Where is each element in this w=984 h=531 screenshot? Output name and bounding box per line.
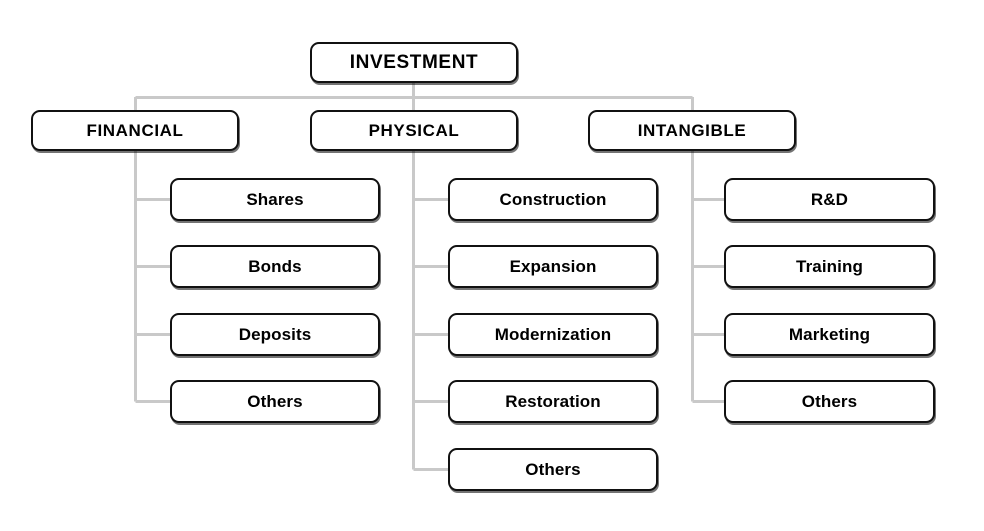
node-physical-label: PHYSICAL — [368, 121, 460, 140]
node-physical-others-label: Others — [525, 460, 581, 479]
node-deposits[interactable]: Deposits — [170, 313, 380, 356]
node-investment-label: INVESTMENT — [349, 52, 479, 73]
node-shares[interactable]: Shares — [170, 178, 380, 221]
node-modernization-label: Modernization — [494, 325, 612, 344]
node-training-label: Training — [796, 257, 863, 276]
node-intangible-label: INTANGIBLE — [637, 121, 747, 140]
node-financial-others[interactable]: Others — [170, 380, 380, 423]
node-expansion-label: Expansion — [509, 257, 597, 276]
node-bonds-label: Bonds — [248, 257, 302, 276]
node-rnd[interactable]: R&D — [724, 178, 935, 221]
node-intangible-others-label: Others — [801, 392, 858, 411]
node-bonds[interactable]: Bonds — [170, 245, 380, 288]
node-financial-label: FINANCIAL — [86, 121, 184, 140]
node-construction-label: Construction — [499, 190, 607, 209]
node-rnd-label: R&D — [810, 190, 849, 209]
node-construction[interactable]: Construction — [448, 178, 658, 221]
node-modernization[interactable]: Modernization — [448, 313, 658, 356]
node-financial[interactable]: FINANCIAL — [31, 110, 239, 151]
node-investment[interactable]: INVESTMENT — [310, 42, 518, 83]
node-restoration-label: Restoration — [505, 392, 601, 411]
node-shares-label: Shares — [246, 190, 304, 209]
node-physical[interactable]: PHYSICAL — [310, 110, 518, 151]
node-marketing-label: Marketing — [788, 325, 871, 344]
node-intangible[interactable]: INTANGIBLE — [588, 110, 796, 151]
node-physical-others[interactable]: Others — [448, 448, 658, 491]
node-expansion[interactable]: Expansion — [448, 245, 658, 288]
node-financial-others-label: Others — [247, 392, 303, 411]
node-restoration[interactable]: Restoration — [448, 380, 658, 423]
node-training[interactable]: Training — [724, 245, 935, 288]
node-marketing[interactable]: Marketing — [724, 313, 935, 356]
node-deposits-label: Deposits — [238, 325, 312, 344]
node-intangible-others[interactable]: Others — [724, 380, 935, 423]
